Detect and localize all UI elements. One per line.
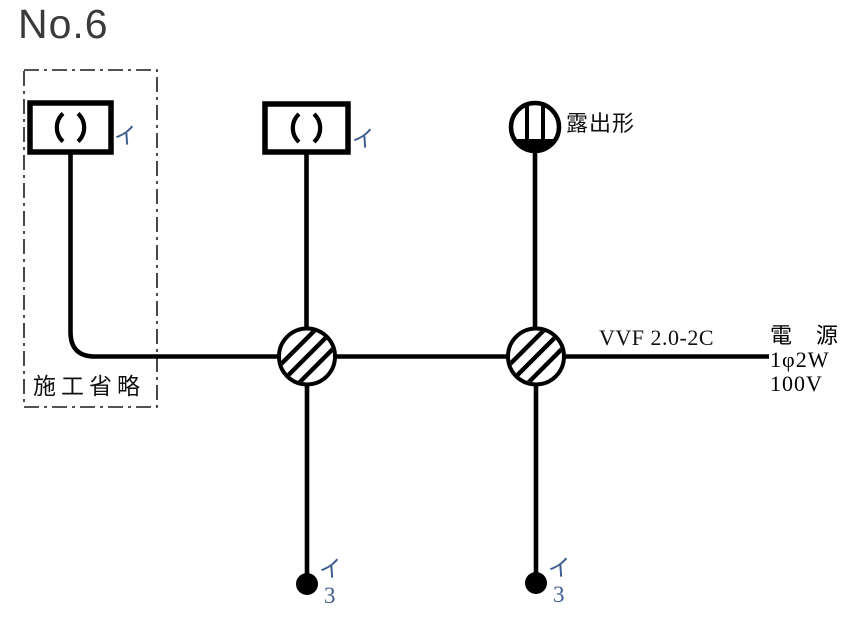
power-source-line2: 1φ2W	[770, 347, 830, 372]
cable-spec-label: VVF 2.0-2C	[599, 325, 715, 350]
switch-2-dot	[525, 572, 547, 594]
round-ceiling-fixture	[508, 100, 562, 154]
fixture-2-right-paren	[312, 112, 323, 144]
power-source-line3: 100V	[770, 371, 823, 396]
round-fixture-filled-segment	[514, 139, 556, 152]
fixture-2-left-paren	[290, 112, 301, 144]
fixture-1-circuit-label: イ	[113, 123, 138, 150]
fixture-2-box	[262, 101, 351, 155]
construction-omitted-label: 施工省略	[33, 374, 145, 399]
square-ceiling-fixture-1	[27, 100, 114, 155]
fixture-1-left-paren	[54, 111, 65, 144]
wire-lamp1-to-main	[68, 150, 769, 359]
exposed-type-label: 露出形	[566, 111, 636, 136]
square-ceiling-fixture-2	[262, 101, 351, 155]
junction-box-1	[277, 326, 337, 387]
power-source-line1: 電 源	[770, 323, 840, 348]
power-source-label: 電 源 1φ2W 100V	[770, 324, 839, 396]
fixture-2-circuit-label: イ	[351, 126, 376, 153]
fixture-1-right-paren	[76, 111, 87, 144]
switch-2-circuit-label: イ	[547, 555, 572, 582]
wiring-lines	[68, 149, 769, 578]
switch-2-ways-label: 3	[553, 582, 565, 607]
switch-1-circuit-label: イ	[318, 556, 343, 583]
fixture-1-box	[27, 100, 114, 155]
construction-omitted-boundary	[23, 69, 158, 408]
page-title: No.6	[18, 1, 109, 47]
switch-1-ways-label: 3	[324, 583, 336, 608]
junction-box-2	[506, 326, 566, 387]
switch-1-dot	[296, 573, 318, 595]
